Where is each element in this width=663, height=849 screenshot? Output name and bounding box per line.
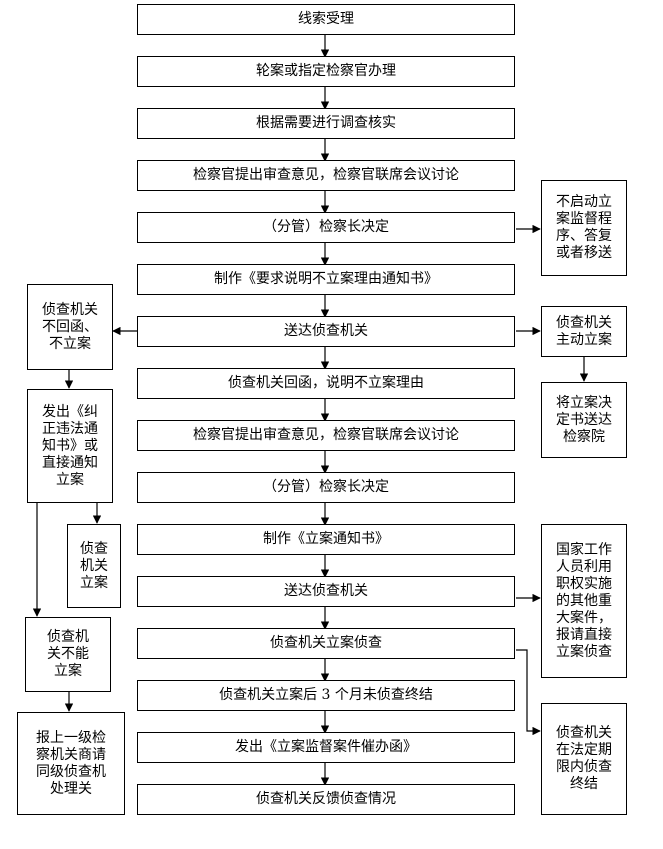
- box-concluded-in-time: 侦查机关 在法定期 限内侦查 终结: [541, 703, 627, 815]
- step-chief-decision-2: （分管）检察长决定: [137, 472, 515, 503]
- box-state-staff-cases: 国家工作 人员利用 职权实施 的其他重 大案件， 报请直接 立案侦查: [541, 524, 627, 678]
- step-urge-letter: 发出《立案监督案件催办函》: [137, 732, 515, 763]
- box-label: 不启动立 案监督程 序、答复 或者移送: [556, 194, 612, 261]
- box-label: 国家工作 人员利用 职权实施 的其他重 大案件， 报请直接 立案侦查: [556, 541, 612, 660]
- step-filing-notice: 制作《立案通知书》: [137, 524, 515, 555]
- box-label: 侦查机关 在法定期 限内侦查 终结: [556, 725, 612, 792]
- step-label: 检察官提出审查意见，检察官联席会议讨论: [193, 427, 459, 443]
- box-label: 发出《纠 正违法通 知书》或 直接通知 立案: [42, 403, 98, 488]
- step-label: （分管）检察长决定: [263, 219, 389, 235]
- box-cannot-file: 侦查机 关不能 立案: [25, 617, 111, 692]
- step-label: 侦查机关立案侦查: [270, 635, 382, 651]
- step-assign-prosecutor: 轮案或指定检察官办理: [137, 56, 515, 87]
- step-agency-reply: 侦查机关回函，说明不立案理由: [137, 368, 515, 399]
- box-no-reply-no-filing: 侦查机关 不回函、 不立案: [27, 284, 113, 370]
- step-label: 检察官提出审查意见，检察官联席会议讨论: [193, 167, 459, 183]
- step-label: 送达侦查机关: [284, 583, 368, 599]
- step-label: 轮案或指定检察官办理: [256, 63, 396, 79]
- step-deliver-agency-2: 送达侦查机关: [137, 576, 515, 607]
- step-deliver-agency-1: 送达侦查机关: [137, 316, 515, 347]
- step-label: 线索受理: [298, 11, 354, 27]
- step-label: 制作《要求说明不立案理由通知书》: [214, 271, 438, 287]
- step-label: 侦查机关反馈侦查情况: [256, 791, 396, 807]
- box-label: 将立案决 定书送达 检察院: [556, 394, 612, 445]
- box-report-upper-procuratorate: 报上一级检 察机关商请 同级侦查机 处理关: [17, 712, 125, 815]
- step-agency-feedback: 侦查机关反馈侦查情况: [137, 784, 515, 815]
- step-label: （分管）检察长决定: [263, 479, 389, 495]
- box-label: 侦查机 关不能 立案: [47, 629, 89, 679]
- box-agency-files-voluntarily: 侦查机关 主动立案: [541, 306, 627, 357]
- step-review-opinion-2: 检察官提出审查意见，检察官联席会议讨论: [137, 420, 515, 451]
- box-label: 侦查机关 不回函、 不立案: [42, 301, 98, 352]
- step-request-reason-notice: 制作《要求说明不立案理由通知书》: [137, 264, 515, 295]
- box-label: 侦查机关 主动立案: [556, 314, 612, 348]
- box-correction-notice: 发出《纠 正违法通 知书》或 直接通知 立案: [27, 389, 113, 503]
- step-chief-decision-1: （分管）检察长决定: [137, 212, 515, 243]
- box-no-supervision: 不启动立 案监督程 序、答复 或者移送: [541, 180, 627, 276]
- step-clue-acceptance: 线索受理: [137, 4, 515, 35]
- step-label: 制作《立案通知书》: [263, 531, 389, 547]
- step-label: 侦查机关立案后 3 个月未侦查终结: [219, 687, 433, 703]
- box-send-filing-decision: 将立案决 定书送达 检察院: [541, 382, 627, 458]
- step-label: 发出《立案监督案件催办函》: [235, 739, 417, 755]
- step-label: 送达侦查机关: [284, 323, 368, 339]
- box-agency-filed: 侦查 机关 立案: [67, 524, 121, 608]
- step-investigate-verify: 根据需要进行调查核实: [137, 108, 515, 139]
- step-review-opinion-1: 检察官提出审查意见，检察官联席会议讨论: [137, 160, 515, 191]
- arrow-investigation-to-concluded: [516, 649, 541, 736]
- step-label: 侦查机关回函，说明不立案理由: [228, 375, 424, 391]
- box-label: 侦查 机关 立案: [80, 540, 108, 591]
- step-agency-files-investigates: 侦查机关立案侦查: [137, 628, 515, 659]
- box-label: 报上一级检 察机关商请 同级侦查机 处理关: [36, 729, 106, 797]
- step-three-months-unconcluded: 侦查机关立案后 3 个月未侦查终结: [137, 680, 515, 711]
- step-label: 根据需要进行调查核实: [256, 115, 396, 131]
